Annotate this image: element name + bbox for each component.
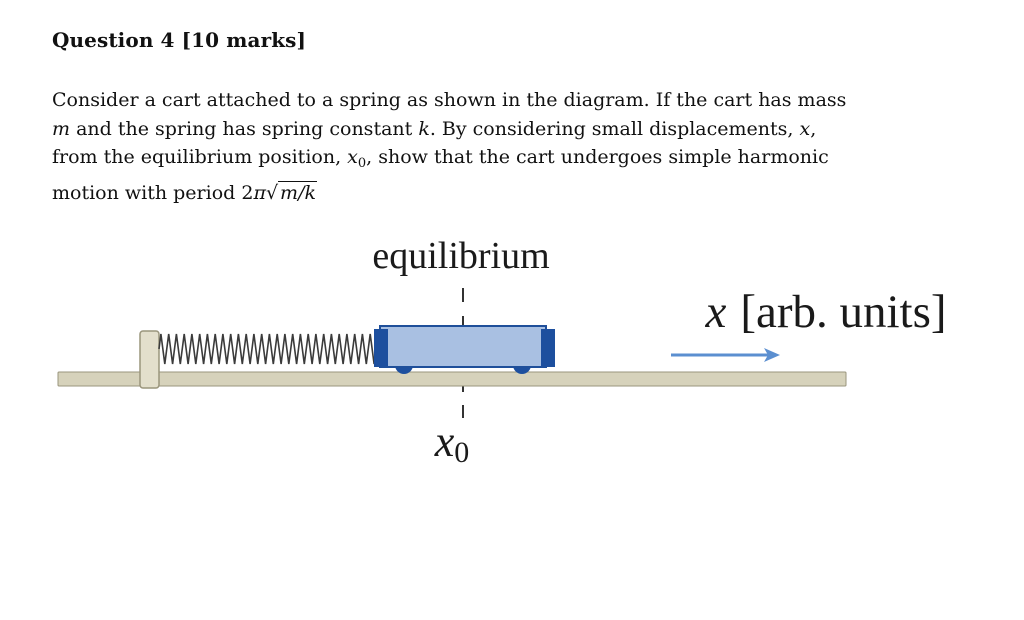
question-line-3: from the equilibrium position, x0, show … [52,143,952,179]
subscript: 0 [357,156,367,171]
pi-symbol: π [253,181,266,204]
text-span: , show that the cart undergoes simple ha… [366,146,829,168]
track [57,371,847,387]
equilibrium-label: equilibrium [372,235,549,277]
x0-subscript: 0 [454,436,469,469]
cart-bumper-left [374,329,388,367]
question-title: Question 4 [10 marks] [52,28,307,52]
question-line-4: motion with period 2π√m/k [52,179,952,208]
x0-variable: x [434,417,455,466]
question-line-1: Consider a cart attached to a spring as … [52,89,847,111]
cart-body [379,325,547,368]
equilibrium-symbol: x [347,146,358,168]
direction-arrow [671,348,780,362]
displacement-symbol: x [799,117,811,140]
mass-symbol: m [52,117,71,140]
text-span: from the equilibrium position, [52,146,348,168]
sqrt-sign: √ [265,181,279,204]
x0-label: x0 [434,417,470,469]
text-span: . By considering small displacements, [429,117,800,140]
text-span: , [810,117,817,140]
text-span: motion with period 2 [52,181,254,204]
axis-units: [arb. units] [740,286,946,338]
question-line-2: m and the spring has spring constant k. … [52,115,952,144]
question-body: Consider a cart attached to a spring as … [52,86,952,207]
spring-constant-symbol: k [418,117,430,140]
cart-bumper-right [541,329,555,367]
spring-coil [158,333,377,365]
axis-variable: x [704,286,726,338]
axis-label: x [arb. units] [704,286,946,338]
sqrt-expression: m/k [278,180,317,204]
wall-block [139,330,160,389]
cart [374,325,555,374]
text-span: and the spring has spring constant [70,117,419,140]
